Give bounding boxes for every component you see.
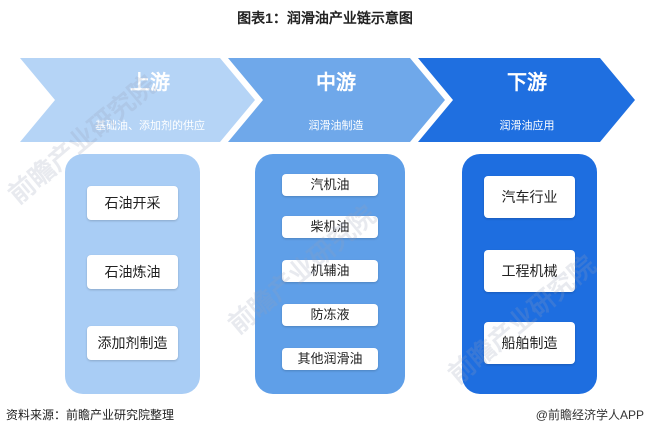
downstream-label: 下游: [507, 72, 547, 94]
upstream-desc: 基础油、添加剂的供应: [95, 120, 205, 132]
midstream-item: 机辅油: [282, 260, 378, 282]
upstream-panel: 石油开采 石油炼油 添加剂制造: [65, 154, 200, 394]
downstream-item: 船舶制造: [484, 322, 575, 364]
downstream-desc: 润滑油应用: [499, 120, 555, 132]
downstream-panel: 汽车行业 工程机械 船舶制造: [462, 154, 597, 394]
midstream-arrow: [228, 58, 445, 142]
midstream-desc: 润滑油制造: [308, 120, 364, 132]
midstream-label: 中游: [316, 72, 356, 94]
midstream-panel: 汽机油 柴机油 机辅油 防冻液 其他润滑油: [255, 154, 405, 394]
midstream-item: 防冻液: [282, 304, 378, 326]
downstream-item: 汽车行业: [484, 176, 575, 218]
midstream-item: 其他润滑油: [282, 348, 378, 370]
upstream-item: 石油开采: [87, 186, 178, 220]
brand-credit: @前瞻经济学人APP: [535, 408, 644, 422]
upstream-arrow: [20, 58, 255, 142]
downstream-arrow: [418, 58, 635, 142]
midstream-item: 柴机油: [282, 216, 378, 238]
upstream-item: 石油炼油: [87, 255, 178, 289]
upstream-label: 上游: [130, 72, 170, 94]
downstream-item: 工程机械: [484, 250, 575, 292]
diagram-title: 图表1：润滑油产业链示意图: [237, 10, 413, 26]
upstream-item: 添加剂制造: [87, 326, 178, 360]
source-note: 资料来源：前瞻产业研究院整理: [6, 408, 175, 422]
stage-arrows: [20, 58, 635, 142]
midstream-item: 汽机油: [282, 174, 378, 196]
